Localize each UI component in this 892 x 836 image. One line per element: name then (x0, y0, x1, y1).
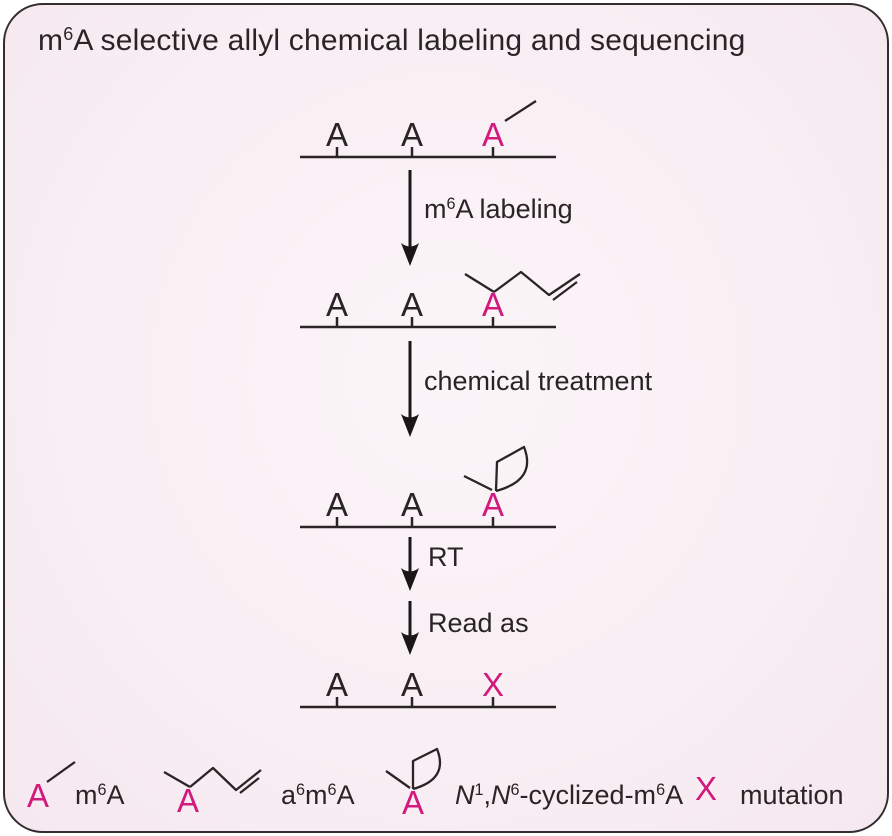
rna-strand-cyclized (300, 445, 556, 529)
label-superscript: 1 (474, 781, 484, 800)
base-a: A (400, 486, 423, 523)
legend-label-a6m6a: a6m6A (281, 780, 355, 811)
label-italic: N (491, 780, 511, 810)
label-pre: RT (428, 542, 464, 572)
step-label-m6a-labeling: m6A labeling (424, 194, 573, 225)
methyl-group-icon (464, 273, 495, 293)
legend-symbol-cyclized: A (401, 784, 424, 821)
label-superscript: 6 (327, 781, 337, 800)
legend-structure-cyclized (385, 747, 442, 791)
base-a: A (400, 666, 423, 703)
label-superscript: 6 (446, 195, 456, 214)
methyl-group-icon (46, 761, 76, 783)
label-part: -cyclized-m (519, 780, 657, 810)
base-a: A (400, 116, 423, 153)
rna-strand-allyl-labeled (300, 270, 581, 329)
legend-structure-m6a (46, 761, 76, 783)
legend-symbol-mutation: X (694, 770, 717, 807)
allyl-chain-icon (493, 270, 581, 297)
label-part: A (336, 780, 355, 810)
base-cyclized-m6a: A (481, 486, 504, 523)
reaction-arrow-read-as (401, 601, 419, 655)
cyclized-ring-icon (494, 445, 529, 493)
label-superscript: 6 (97, 781, 107, 800)
strand-backbone (300, 517, 556, 529)
legend-label-cyclized: N1,N6-cyclized-m6A (455, 780, 683, 811)
label-part: a (281, 780, 297, 810)
reaction-arrow-rt (401, 537, 419, 591)
rna-strand-original (300, 100, 556, 159)
base-a6m6a: A (481, 286, 504, 323)
title-pre: m (38, 24, 64, 57)
label-part: mutation (740, 780, 844, 810)
label-pre: m (424, 194, 447, 224)
reaction-arrow-chemical-treatment (401, 341, 419, 437)
cyclized-ring-icon (411, 747, 442, 791)
legend-symbol-a6m6a: A (176, 782, 199, 819)
rna-strand-readout (300, 697, 556, 709)
methyl-group-icon (504, 100, 537, 122)
base-a: A (325, 286, 348, 323)
base-a: A (325, 666, 348, 703)
step-label-rt: RT (428, 542, 464, 573)
base-m6a: A (481, 116, 504, 153)
legend-label-mutation: mutation (740, 780, 844, 811)
label-part: m (305, 780, 328, 810)
double-bond-icon (552, 281, 578, 301)
label-superscript: 6 (656, 781, 666, 800)
step-label-read-as: Read as (428, 608, 529, 639)
methyl-group-icon (163, 771, 191, 788)
strand-backbone (300, 317, 556, 329)
step-label-chemical-treatment: chemical treatment (424, 366, 652, 397)
methyl-group-icon (463, 474, 493, 492)
reaction-arrow-labeling (401, 170, 419, 266)
base-a: A (325, 486, 348, 523)
label-part: A (665, 780, 684, 810)
title-superscript: 6 (63, 24, 74, 45)
label-part: A (106, 780, 125, 810)
double-bond-icon (239, 777, 260, 794)
legend-structure-a6m6a (163, 766, 262, 794)
label-superscript: 6 (510, 781, 520, 800)
label-pre: Read as (428, 608, 529, 638)
base-a: A (400, 286, 423, 323)
legend-label-m6a: m6A (75, 780, 125, 811)
figure-card (3, 3, 889, 833)
down-arrowhead-icon (401, 414, 419, 437)
down-arrowhead-icon (401, 632, 419, 655)
down-arrowhead-icon (401, 568, 419, 591)
label-part: , (483, 780, 492, 810)
figure-title: m6A selective allyl chemical labeling an… (38, 24, 746, 58)
methyl-group-icon (385, 770, 411, 789)
legend-symbol-m6a: A (26, 777, 49, 814)
down-arrowhead-icon (401, 243, 419, 266)
base-mutation-x: X (481, 666, 504, 703)
label-italic: N (455, 780, 475, 810)
strand-backbone (300, 147, 556, 159)
title-post: A selective allyl chemical labeling and … (73, 24, 746, 57)
base-a: A (325, 116, 348, 153)
label-superscript: 6 (296, 781, 306, 800)
label-post: A labeling (455, 194, 573, 224)
label-pre: chemical treatment (424, 366, 653, 396)
label-part: m (75, 780, 98, 810)
allyl-chain-icon (189, 766, 262, 792)
strand-backbone (300, 697, 556, 709)
